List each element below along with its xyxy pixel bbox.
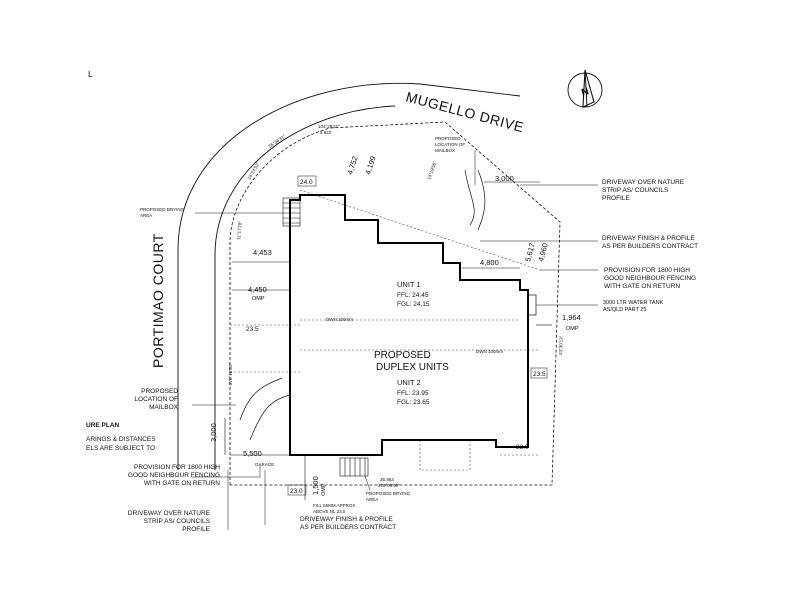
dim-1964: 1,964 <box>562 313 581 322</box>
level-23-5-left: 23.5 <box>246 326 259 333</box>
legend-note-2: ELS ARE SUBJECT TO <box>86 445 155 452</box>
unit-1-name: UNIT 1 <box>397 280 421 289</box>
dim-1964-omp: OMP <box>566 326 579 332</box>
unit-1-ffl: FFL: 24.45 <box>397 292 429 299</box>
unit-2-label: UNIT 2 FFL: 23.95 FGL: 23.65 <box>397 378 430 406</box>
level-24-0-text: 24.0 <box>300 179 313 186</box>
bearing-5: 270°16'53" <box>228 363 233 385</box>
level-23-0-bottom-text: 23.0 <box>290 488 303 495</box>
drying-area-top <box>282 197 301 227</box>
street-portimao-court: PORTIMAO COURT <box>150 233 166 368</box>
water-tank <box>527 294 537 316</box>
building-outline <box>289 194 529 456</box>
bearing-9: 23°30'13" <box>558 335 564 355</box>
north-arrow-letter: N <box>580 86 590 98</box>
bearing-3: 24°24'52" <box>247 161 261 181</box>
level-23-5-right: 23.5 <box>530 367 548 379</box>
dim-3000-top: 3,000 <box>495 174 514 183</box>
bearing-8: 14°19'56" <box>426 160 437 180</box>
setback-lines <box>230 189 541 471</box>
driveways <box>239 169 486 441</box>
callout-downpipe-2: DWN 100mm <box>476 349 503 354</box>
dim-5617: 5,617 <box>523 242 537 262</box>
dim-4450-omp: OMP <box>252 296 265 302</box>
dim-4752: 4,752 <box>345 155 359 176</box>
unit-1-label: UNIT 1 FFL: 24.45 FGL: 24.15 <box>397 280 430 308</box>
legend-site-plan: URE PLAN <box>86 422 120 429</box>
bearing-2: 55°36'31" <box>268 133 287 148</box>
bearing-1-distance: 5.922 <box>320 130 332 135</box>
dim-4800: 4,800 <box>480 258 499 267</box>
dim-4453: 4,453 <box>253 248 272 257</box>
north-arrow-icon: N <box>567 69 603 108</box>
dim-1500-omp: OMP <box>321 483 327 496</box>
dimension-lines <box>224 181 552 500</box>
road-kerb <box>177 82 521 470</box>
plan-title-line-1: PROPOSED <box>374 350 431 361</box>
dim-4960: 4,960 <box>536 242 550 262</box>
leader-lines <box>192 150 598 530</box>
unit-2-name: UNIT 2 <box>397 378 421 387</box>
bearing-4: 11°17'28" <box>236 220 243 240</box>
level-24-0: 24.0 <box>297 175 317 187</box>
dim-3000-left: 3,000 <box>209 423 218 442</box>
level-23-0-bottom: 23.0 <box>287 484 307 496</box>
bearing-6: 276°00'00" <box>378 483 400 488</box>
plan-title-line-2: DUPLEX UNITS <box>376 362 449 373</box>
plan-title: PROPOSED DUPLEX UNITS <box>374 350 449 373</box>
unit-2-ffl: FFL: 23.95 <box>397 390 429 397</box>
street-mugello-drive: MUGELLO DRIVE <box>404 88 526 135</box>
level-23-0-right: 23.0 <box>516 444 529 451</box>
unit-2-fgl: FGL: 23.65 <box>397 399 430 406</box>
bearing-1: 104°28'21" <box>318 124 340 129</box>
bearing-7: 36.963 <box>380 477 394 482</box>
level-23-5-right-text: 23.5 <box>533 371 546 378</box>
drying-area-bottom <box>339 457 369 477</box>
dim-5500: 5,500 <box>243 449 262 458</box>
unit-1-fgl: FGL: 24.15 <box>397 301 430 308</box>
dim-4199: 4,199 <box>363 155 377 176</box>
level-23-5-left-text: 23.5 <box>246 326 259 333</box>
corner-mark: L <box>88 69 93 79</box>
callout-garage: GARAGE <box>255 462 274 467</box>
property-boundary <box>229 121 561 486</box>
callout-downpipe-1: DWN 100mm <box>326 317 353 322</box>
dim-1500: 1,500 <box>311 476 320 495</box>
legend-note-1: ARINGS & DISTANCES <box>86 436 156 443</box>
dim-4450: 4,450 <box>248 285 267 294</box>
